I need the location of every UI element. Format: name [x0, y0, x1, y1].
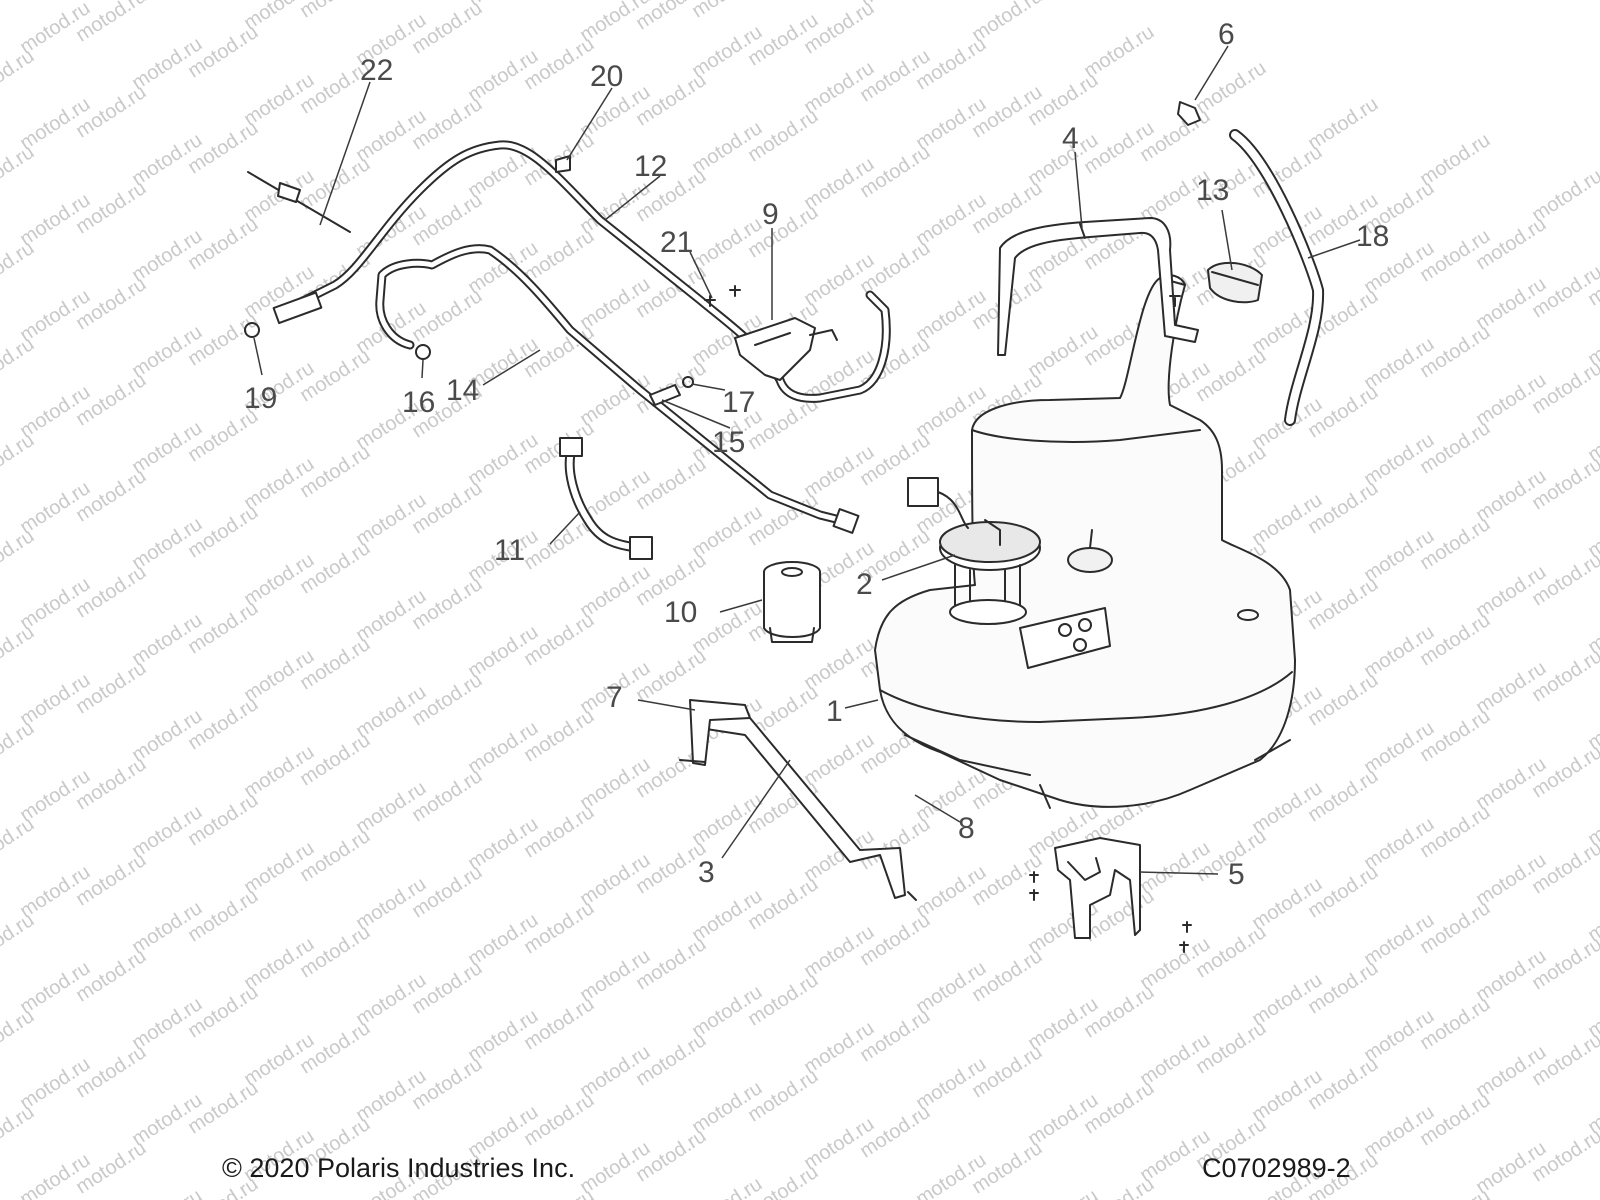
callout-21: 21	[660, 226, 693, 259]
cable-tie-22	[247, 171, 351, 233]
callout-12: 12	[634, 150, 667, 183]
bracket-5	[1029, 837, 1192, 953]
callout-16: 16	[402, 386, 435, 419]
fuel-line-14	[375, 244, 860, 534]
callout-6: 6	[1218, 18, 1235, 51]
clamp-19	[244, 322, 260, 338]
o-ring-17	[682, 376, 694, 388]
clamp-16	[415, 344, 431, 360]
copyright-text: © 2020 Polaris Industries Inc.	[222, 1153, 576, 1183]
callout-13: 13	[1196, 174, 1229, 207]
tank-strap-7	[679, 699, 751, 766]
hose-11	[559, 437, 653, 560]
callout-15: 15	[712, 426, 745, 459]
fitting-6	[1177, 101, 1201, 126]
callout-17: 17	[722, 386, 755, 419]
clip-20	[555, 155, 571, 173]
hose-18	[1229, 129, 1325, 426]
callout-20: 20	[590, 60, 623, 93]
callout-18: 18	[1356, 220, 1389, 253]
callout-1: 1	[826, 695, 843, 728]
fuel-tank	[874, 274, 1296, 809]
cap-13	[1207, 261, 1263, 304]
callout-5: 5	[1228, 858, 1245, 891]
callout-8: 8	[958, 812, 975, 845]
fitting-15	[649, 384, 681, 406]
tank-strap-3	[694, 714, 917, 901]
callout-14: 14	[446, 374, 479, 407]
callout-4: 4	[1062, 122, 1079, 155]
figure-code: C0702989-2	[1202, 1153, 1351, 1183]
callout-11: 11	[494, 534, 525, 567]
bracket-9	[704, 285, 838, 381]
callout-2: 2	[856, 568, 873, 601]
callout-19: 19	[244, 382, 277, 415]
callout-10: 10	[664, 596, 697, 629]
fuel-pump	[907, 477, 1041, 625]
callout-22: 22	[360, 54, 393, 87]
callout-labels: 1 2 3 4 5 6 7 8 9 10 11 12 13 14 15 16 1…	[244, 18, 1389, 891]
callout-3: 3	[698, 856, 715, 889]
vent-line-12	[272, 140, 891, 403]
callout-7: 7	[606, 681, 623, 714]
callout-9: 9	[762, 198, 779, 231]
fuel-filter	[763, 561, 821, 643]
tank-strap-4	[997, 217, 1199, 356]
